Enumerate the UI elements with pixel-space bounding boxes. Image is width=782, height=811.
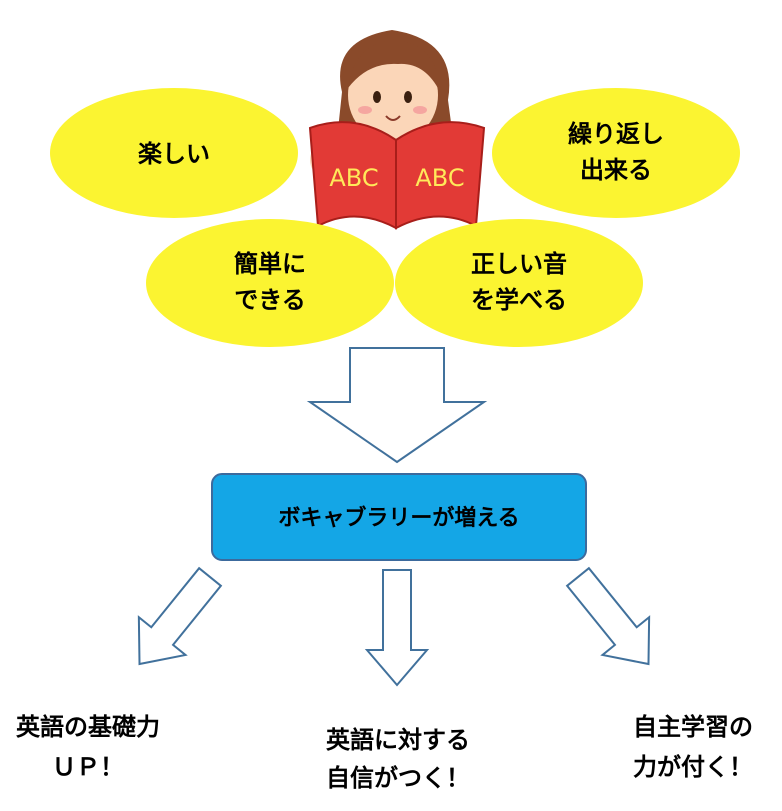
bubble-repeat: 繰り返し 出来る bbox=[492, 88, 740, 218]
bubble-sound-line2: を学べる bbox=[471, 286, 567, 314]
outcome-self-study-line1: 自主学習の bbox=[633, 713, 753, 741]
outcome-confidence: 英語に対する 自信がつく！ bbox=[326, 726, 470, 792]
bubble-shape bbox=[492, 88, 740, 218]
outcome-self-study: 自主学習の 力が付く！ bbox=[633, 713, 753, 781]
bubble-shape bbox=[395, 219, 643, 347]
bubble-sound-line1: 正しい音 bbox=[471, 250, 567, 278]
bubble-shape bbox=[146, 219, 394, 347]
bubble-shape bbox=[50, 88, 298, 218]
arrow-left-down-icon bbox=[137, 566, 223, 666]
outcome-self-study-line2: 力が付く！ bbox=[633, 753, 753, 781]
bubble-easy-line1: 簡単に bbox=[234, 250, 306, 278]
book-left-text: ABC bbox=[329, 164, 378, 192]
bubble-easy-line2: できる bbox=[234, 286, 306, 314]
girl-reading-icon bbox=[308, 30, 486, 230]
bubble-repeat-line1: 繰り返し bbox=[568, 120, 664, 148]
outcome-foundation-line2: ＵＰ！ bbox=[52, 753, 124, 781]
outcome-foundation: 英語の基礎力 ＵＰ！ bbox=[16, 713, 160, 781]
center-box-label: ボキャブラリーが増える bbox=[278, 505, 519, 531]
bubble-sound: 正しい音 を学べる bbox=[395, 219, 643, 347]
arrow-down-icon bbox=[364, 569, 430, 687]
bubble-easy: 簡単に できる bbox=[146, 219, 394, 347]
center-box: ボキャブラリーが増える bbox=[211, 473, 587, 561]
outcome-confidence-line1: 英語に対する bbox=[326, 726, 470, 754]
outcome-foundation-line1: 英語の基礎力 bbox=[16, 713, 160, 741]
bubble-fun-text: 楽しい bbox=[138, 140, 210, 168]
center-box-shape bbox=[211, 473, 587, 561]
down-arrow-icon bbox=[306, 347, 488, 464]
book-right-text: ABC bbox=[415, 164, 464, 192]
arrow-right-down-icon bbox=[565, 566, 651, 666]
bubble-fun: 楽しい bbox=[50, 88, 298, 218]
outcome-confidence-line2: 自信がつく！ bbox=[326, 764, 470, 792]
bubble-repeat-line2: 出来る bbox=[580, 156, 652, 184]
